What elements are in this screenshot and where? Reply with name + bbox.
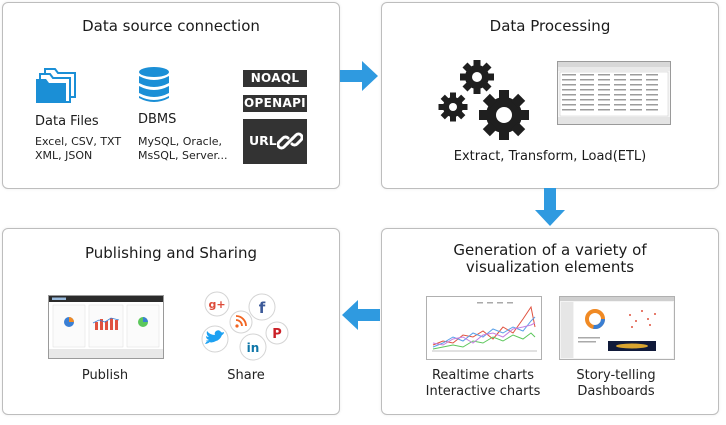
arrow-right-icon xyxy=(340,60,380,92)
svg-text:f: f xyxy=(259,299,266,317)
noaql-tag: NOAQL xyxy=(243,70,307,87)
etl-caption: Extract, Transform, Load(ETL) xyxy=(453,149,647,164)
url-tag: URL xyxy=(243,119,307,164)
realtime-chart-thumbnail xyxy=(426,296,542,360)
linkedin-icon[interactable] xyxy=(240,334,266,360)
svg-text:P: P xyxy=(272,327,282,342)
realtime-charts-caption-1: Realtime charts xyxy=(431,368,535,383)
openapi-tag: OPENAPI xyxy=(243,95,307,112)
generation-title-line2: visualization elements xyxy=(465,258,635,276)
dashboards-caption-1: Story-telling xyxy=(576,368,656,383)
dbms-list-2: MsSQL, Server... xyxy=(138,149,228,162)
publish-label: Publish xyxy=(81,368,129,383)
dashboards-caption-2: Dashboards xyxy=(577,384,655,399)
facebook-icon[interactable] xyxy=(249,294,275,320)
share-label: Share xyxy=(227,368,265,383)
publish-thumbnail xyxy=(48,295,164,359)
share-icons-cluster: g+ f P in xyxy=(198,291,294,361)
data-files-title: Data Files xyxy=(35,114,99,129)
publishing-title: Publishing and Sharing xyxy=(84,244,257,262)
data-processing-panel: Data Processing xyxy=(381,2,719,189)
url-tag-label: URL xyxy=(249,133,277,148)
data-processing-title: Data Processing xyxy=(489,17,611,35)
google-plus-icon[interactable] xyxy=(205,292,229,316)
data-table-thumbnail xyxy=(557,61,671,125)
generation-title-line1: Generation of a variety of xyxy=(453,241,647,259)
twitter-icon[interactable] xyxy=(202,326,228,352)
data-source-panel: Data source connection Data Files Excel,… xyxy=(2,2,340,189)
data-files-formats-2: XML, JSON xyxy=(35,149,93,162)
publishing-panel: Publishing and Sharing g+ f xyxy=(2,228,340,415)
arrow-down-icon xyxy=(534,188,566,228)
pinterest-icon[interactable] xyxy=(266,322,288,344)
dbms-title: DBMS xyxy=(138,112,177,127)
link-icon xyxy=(277,132,303,150)
dashboard-thumbnail xyxy=(559,296,675,360)
generation-panel: Generation of a variety of visualization… xyxy=(381,228,719,415)
realtime-charts-caption-2: Interactive charts xyxy=(425,384,541,399)
data-source-title: Data source connection xyxy=(82,17,260,35)
dbms-list-1: MySQL, Oracle, xyxy=(138,135,223,148)
folder-icon xyxy=(35,67,77,105)
arrow-left-icon xyxy=(340,299,380,331)
gears-icon xyxy=(438,59,533,141)
rss-icon[interactable] xyxy=(230,311,252,333)
svg-text:g+: g+ xyxy=(208,298,225,311)
svg-text:in: in xyxy=(247,341,260,355)
data-files-formats-1: Excel, CSV, TXT xyxy=(35,135,122,148)
database-icon xyxy=(137,66,171,104)
